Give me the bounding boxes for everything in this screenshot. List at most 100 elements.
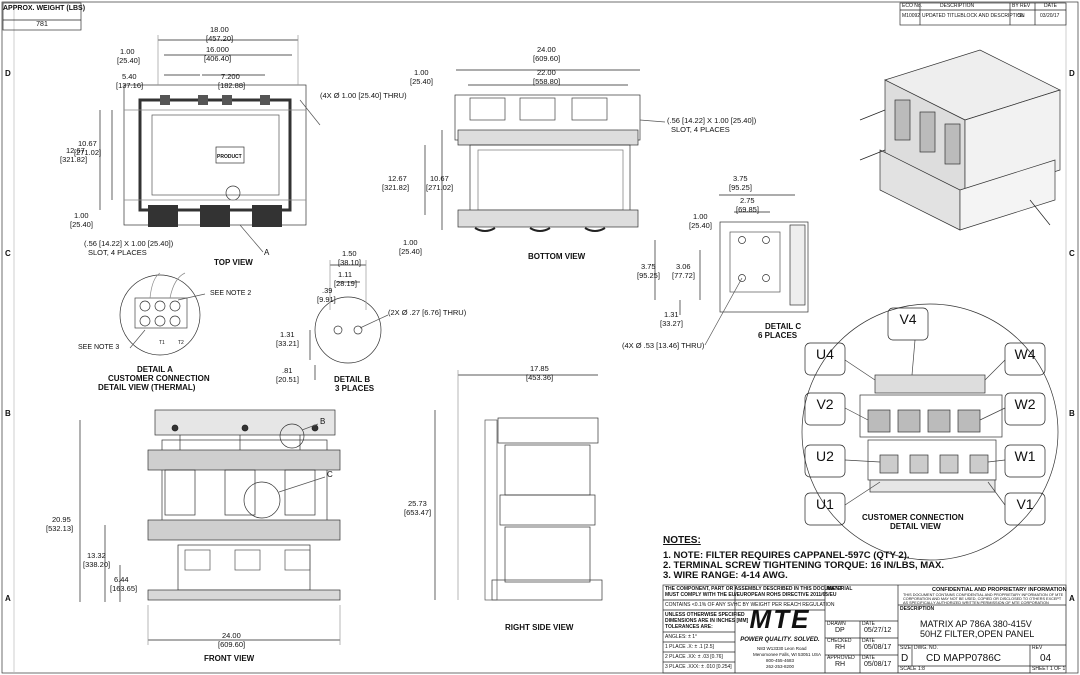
bottom-view-title: BOTTOM VIEW	[528, 252, 586, 261]
terminal-u2: U2	[816, 448, 834, 464]
front-dim-20-95-mm: [532.13]	[46, 524, 74, 533]
tb-drawn-date: 05/27/12	[864, 627, 892, 634]
top-dim-12-67-mm: [321.82]	[60, 155, 88, 164]
top-view-title: TOP VIEW	[214, 258, 253, 267]
terminal-w1: W1	[1014, 448, 1036, 464]
detail-b-dim-1-11-mm: [28.19]	[334, 279, 357, 288]
front-dim-20-95-in: 20.95	[52, 515, 71, 524]
tb-sheet: SHEET 1 OF 1	[1032, 666, 1066, 672]
rev-header-description: DESCRIPTION	[940, 3, 975, 9]
tb-scale-label: SCALE	[900, 666, 917, 672]
rev-header-eco: ECO No.	[902, 3, 923, 9]
tb-drawn-date-label: DATE	[862, 621, 875, 627]
terminal-w4: W4	[1014, 346, 1036, 362]
zone-letter-a-left: A	[5, 594, 11, 603]
detail-c-hole-note: (4X Ø .53 [13.46] THRU)	[622, 341, 705, 350]
rev-row-description: UPDATED TITLEBLOCK AND DESCRIPTION	[922, 13, 1025, 19]
tb-checked-label: CHECKED	[827, 638, 852, 644]
detail-b-dim-39-mm: [9.91]	[317, 295, 336, 304]
detail-c-drawing	[654, 194, 809, 346]
tb-tolerance-head-2: DIMENSIONS ARE IN INCHES [MM]	[665, 618, 749, 624]
tb-confidential-3: AS SPECIFICALLY AUTHORIZED WRITTEN PERMI…	[903, 601, 1049, 605]
side-dim-25-73-mm: [653.47]	[404, 508, 432, 517]
top-dim-7-2-mm: [182.88]	[218, 81, 246, 90]
right-side-view-drawing	[434, 370, 603, 601]
tb-address-1: N83 W13330 Leon Road	[757, 646, 807, 651]
zone-letter-c-right: C	[1069, 249, 1075, 258]
detail-c-dim-2-75-mm: [69.85]	[736, 205, 759, 214]
rev-row-date: 03/20/17	[1040, 13, 1060, 19]
detail-b-dim-81-mm: [20.51]	[276, 375, 299, 384]
zone-letter-d-right: D	[1069, 69, 1075, 78]
terminal-u1: U1	[816, 496, 834, 512]
front-dim-13-32-in: 13.32	[87, 551, 106, 560]
top-view-drawing	[99, 35, 321, 253]
detail-a-see-note-3: SEE NOTE 3	[78, 344, 120, 351]
tb-tolerance-head-1: UNLESS OTHERWISE SPECIFIED	[665, 612, 745, 618]
zone-letter-a-right: A	[1069, 594, 1075, 603]
front-dim-6-44-in: 6.44	[114, 575, 129, 584]
tb-description-line-2: 50HZ FILTER,OPEN PANEL	[920, 629, 1035, 639]
tb-angles: ANGLES: ± 1°	[665, 634, 697, 640]
tb-address-3: 800-455-4683	[766, 658, 795, 663]
front-callout-b: B	[320, 417, 326, 426]
weight-box-frame	[2, 2, 82, 31]
bottom-dim-24-mm: [609.60]	[533, 54, 561, 63]
tb-drawn-by: DP	[835, 627, 845, 634]
rev-row-by: SL	[1018, 13, 1025, 19]
bottom-dim-12-67-in: 12.67	[388, 174, 407, 183]
rev-row-eco: M10092	[902, 13, 921, 19]
detail-c-dim-2-75-in: 2.75	[740, 196, 755, 205]
title-block-frame	[662, 584, 1067, 674]
detail-c-dim-1-mm: [25.40]	[689, 221, 712, 230]
detail-c-title: DETAIL C	[765, 322, 802, 331]
terminal-v2: V2	[816, 396, 834, 412]
top-dim-5-40-mm: [137.16]	[116, 81, 144, 90]
top-dim-16-mm: [406.40]	[204, 54, 232, 63]
detail-a-drawing	[119, 272, 206, 356]
bottom-dim-10-67-in: 10.67	[430, 174, 449, 183]
front-callout-c: C	[327, 470, 333, 479]
tb-address-4: 262-253-8200	[766, 664, 795, 669]
detail-a-see-note-2: SEE NOTE 2	[210, 290, 252, 297]
top-product-label: PRODUCT	[217, 154, 242, 160]
detail-a-t2: T2	[178, 340, 184, 346]
front-view-drawing	[79, 409, 341, 645]
detail-c-dim-3-06-mm: [77.72]	[672, 271, 695, 280]
note-1: 1. NOTE: FILTER REQUIRES CAPPANEL-597C (…	[663, 550, 910, 561]
detail-b-dim-1-50-in: 1.50	[342, 249, 357, 258]
isometric-view-drawing	[859, 49, 1061, 231]
top-dim-1-in: 1.00	[120, 47, 135, 56]
tb-place-2: 2 PLACE .XX: ± .03 [0.76]	[665, 654, 723, 660]
bottom-dim-1b-in: 1.00	[403, 238, 418, 247]
tb-size: D	[901, 653, 909, 664]
tb-confidential-2: CORPORATION AND MAY NOT BE USED, COPIED …	[903, 597, 1062, 601]
detail-c-dim-3-75b-in: 3.75	[641, 262, 656, 271]
tb-approved-by: RH	[835, 661, 846, 668]
detail-c-dim-3-06-in: 3.06	[676, 262, 691, 271]
tb-component-notice-2: MUST COMPLY WITH THE EU/EUROPEAN ROHS DI…	[665, 592, 837, 598]
note-2: 2. TERMINAL SCREW TIGHTENING TORQUE: 16 …	[663, 560, 944, 571]
tb-confidential-head: CONFIDENTIAL AND PROPRIETARY INFORMATION	[932, 587, 1067, 593]
terminal-u4: U4	[816, 346, 834, 362]
detail-c-dim-3-75b-mm: [95.25]	[637, 271, 660, 280]
detail-b-title: DETAIL B	[334, 375, 371, 384]
bottom-slot-places: SLOT, 4 PLACES	[671, 125, 730, 134]
notes-heading: NOTES:	[663, 535, 701, 546]
weight-label: APPROX. WEIGHT (LBS)	[3, 5, 86, 12]
top-dim-16-in: 16.000	[206, 45, 229, 54]
tb-place-1: 1 PLACE .X: ± .1 [2.5]	[665, 644, 714, 650]
terminal-v4: V4	[899, 311, 917, 327]
detail-b-dim-1-11-in: 1.11	[338, 270, 353, 279]
tb-approved-date: 05/08/17	[864, 661, 892, 668]
detail-c-dim-1-31-mm: [33.27]	[660, 319, 683, 328]
detail-b-dim-1-31-in: 1.31	[280, 330, 295, 339]
rev-header-date: DATE	[1044, 3, 1057, 9]
bottom-dim-22-mm: [558.80]	[533, 77, 561, 86]
tb-address-2: Menomonee Falls, WI 53051 USA	[753, 652, 822, 657]
note-3: 3. WIRE RANGE: 4-14 AWG.	[663, 570, 788, 581]
front-view-title: FRONT VIEW	[204, 654, 255, 663]
customer-connection-title: CUSTOMER CONNECTION	[862, 513, 964, 522]
bottom-slot-size: (.56 [14.22] X 1.00 [25.40])	[667, 116, 757, 125]
